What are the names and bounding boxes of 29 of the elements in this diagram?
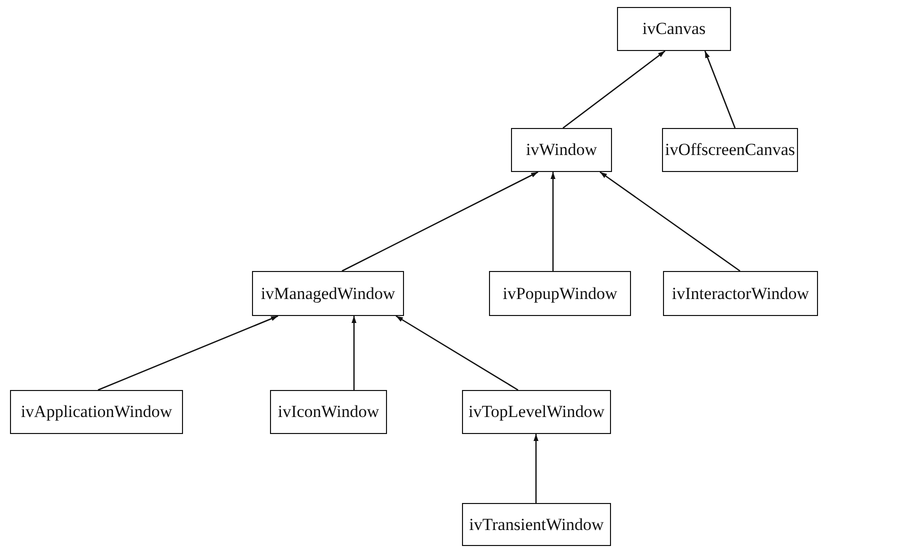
class-box [511, 128, 612, 172]
arrow [550, 172, 556, 271]
class-name: ivApplicationWindow [20, 402, 172, 422]
class-name: ivManagedWindow [260, 284, 396, 304]
arrow [98, 315, 278, 391]
class-box [663, 271, 818, 316]
class-name: ivInteractorWindow [672, 284, 810, 304]
class-box [270, 390, 387, 434]
class-box [462, 390, 611, 434]
class-name: ivPopupWindow [502, 284, 618, 304]
class-name: ivIconWindow [278, 402, 380, 422]
class-name: ivCanvas [642, 19, 706, 39]
class-box [252, 271, 404, 316]
arrow [704, 50, 736, 128]
class-box [489, 271, 631, 316]
arrow [534, 434, 538, 503]
class-name: ivOffscreenCanvas [665, 140, 795, 160]
class-box [617, 7, 731, 51]
class-box [462, 503, 611, 546]
class-name: ivTransientWindow [469, 514, 604, 534]
arrow [396, 315, 518, 391]
arrow [342, 171, 538, 272]
class-name: ivWindow [526, 140, 598, 160]
arrow [562, 50, 666, 129]
class-box [10, 390, 183, 434]
arrow [600, 171, 740, 272]
class-box [662, 128, 798, 172]
arrow [352, 316, 356, 390]
class-name: ivTopLevelWindow [468, 402, 604, 422]
